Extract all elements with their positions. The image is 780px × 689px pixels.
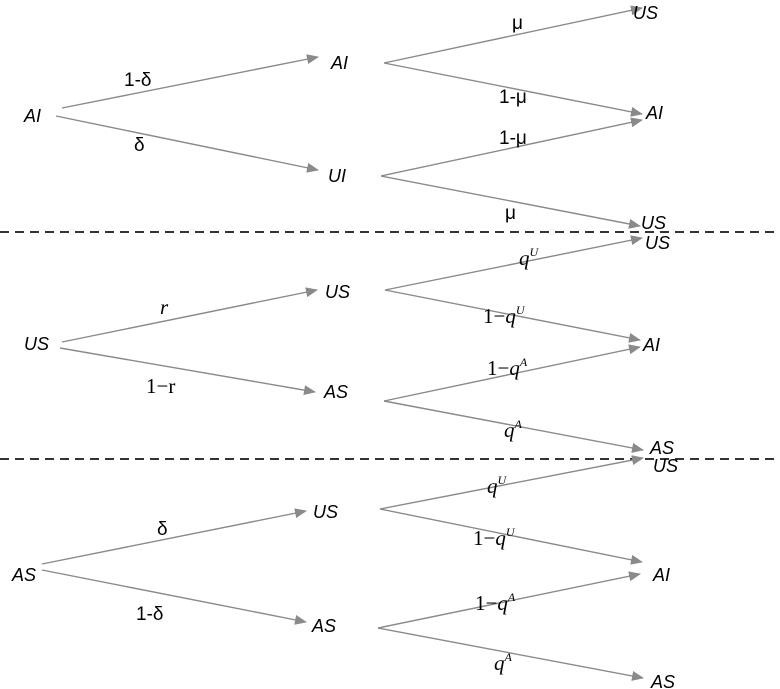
arrow-lower-up [377, 571, 641, 629]
arrow-root-to-lower [55, 115, 319, 173]
arrow-upper-up [379, 455, 644, 510]
root-node: AI [23, 106, 41, 126]
level2-node-3: AS [649, 438, 674, 458]
edge-label-upper-down: 1−qU [473, 525, 516, 550]
level2-node-1: US [645, 233, 670, 253]
arrow-lower-up [380, 117, 643, 177]
edge-label-upper-down: 1−qU [483, 303, 526, 328]
level2-node-2: AI [645, 103, 663, 123]
edge-label-root-upper: δ [157, 519, 168, 540]
edge-label-lower-down: qA [504, 417, 523, 442]
edge-label-upper-up: μ [512, 13, 523, 34]
arrow-upper-up [383, 5, 643, 64]
arrow-upper-down [384, 289, 641, 343]
edge-label-root-lower: δ [134, 135, 145, 156]
section-us: US US AS US AI AS r 1−r qU 1−qU 1−qA qA [24, 233, 674, 458]
level1-upper-node: US [313, 502, 338, 522]
arrow-upper-up [384, 235, 643, 291]
section-ai: AI AI UI US AI US 1-δ δ μ 1-μ 1-μ μ [23, 3, 666, 233]
arrow-lower-down [380, 175, 641, 229]
edge-label-lower-down: qA [494, 650, 513, 675]
level2-node-2: AI [642, 335, 660, 355]
edge-label-lower-up: 1-μ [499, 128, 527, 149]
level1-lower-node: UI [328, 166, 346, 186]
edge-label-root-lower: 1−r [146, 374, 175, 398]
level2-node-3: AS [650, 672, 675, 689]
arrow-root-to-lower [41, 569, 307, 625]
edge-label-upper-up: qU [487, 473, 508, 498]
edge-label-upper-up: qU [519, 245, 540, 270]
level1-lower-node: AS [323, 382, 348, 402]
edge-label-lower-up: 1−qA [475, 590, 516, 615]
arrow-root-to-upper [41, 508, 307, 565]
level1-lower-node: AS [311, 616, 336, 636]
edge-label-lower-up: 1−qA [487, 355, 528, 380]
level1-upper-node: AI [330, 53, 348, 73]
edge-label-root-upper: r [160, 295, 169, 319]
root-node: US [24, 334, 49, 354]
section-as: AS US AS US AI AS δ 1-δ qU 1−qU 1−qA qA [11, 455, 678, 689]
arrow-lower-up [383, 344, 641, 402]
arrow-root-to-lower [59, 347, 316, 396]
edge-label-lower-down: μ [505, 203, 516, 224]
arrow-lower-down [383, 400, 644, 453]
edge-label-root-upper: 1-δ [124, 70, 151, 91]
arrow-root-to-upper [61, 287, 318, 343]
level2-node-2: AI [652, 565, 670, 585]
level2-node-1: US [653, 456, 678, 476]
arrow-upper-down [383, 62, 643, 117]
arrow-upper-down [379, 508, 643, 565]
edge-label-upper-down: 1-μ [499, 87, 527, 108]
edge-label-root-lower: 1-δ [136, 604, 163, 625]
level1-upper-node: US [325, 282, 350, 302]
arrow-lower-down [377, 627, 644, 681]
level2-node-3: US [641, 213, 666, 233]
level2-node-1: US [633, 3, 658, 23]
root-node: AS [11, 565, 36, 585]
arrow-root-to-upper [61, 54, 319, 109]
